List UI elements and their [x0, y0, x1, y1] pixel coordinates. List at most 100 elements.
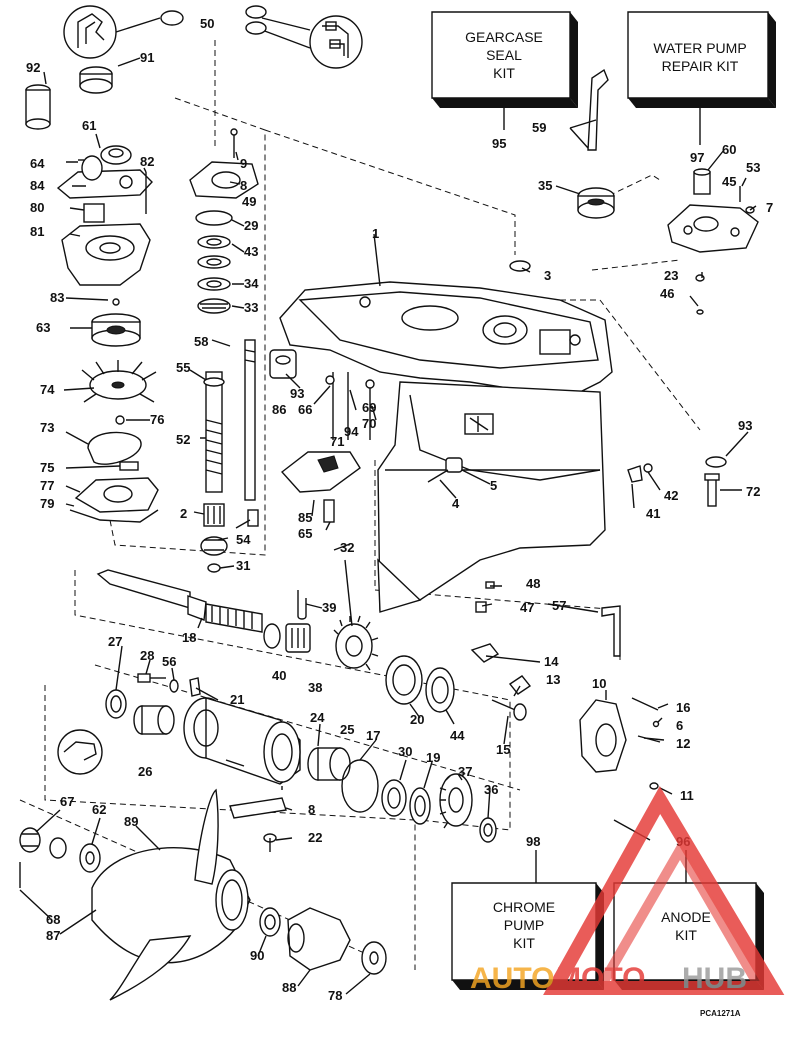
part-label: 80 [30, 200, 44, 215]
part-label: 98 [526, 834, 540, 849]
screw-48 [485, 581, 495, 589]
part-label: 59 [532, 120, 546, 135]
part-label: 18 [182, 630, 196, 645]
part-label: 14 [544, 654, 559, 669]
assembly-outline-propshaft [74, 570, 511, 831]
grommet-b [245, 5, 267, 19]
kit-98-line1: CHROME [493, 899, 555, 915]
part-label: 8 [308, 802, 315, 817]
cable-detail-left [63, 5, 117, 59]
kit-96-line2: KIT [675, 927, 697, 943]
driveshaft-52 [203, 371, 225, 493]
nut-67 [19, 827, 41, 853]
part-label: 84 [30, 178, 45, 193]
part-label: 77 [40, 478, 54, 493]
kit-96-line1: ANODE [661, 909, 711, 925]
part-label: 32 [340, 540, 354, 555]
watermark-text-hub: HUB [682, 962, 747, 995]
part-label: 61 [82, 118, 96, 133]
part-label: 91 [140, 50, 154, 65]
washer-11 [649, 782, 659, 790]
spacer-90 [259, 907, 281, 937]
assembly-outline-pump [599, 174, 661, 201]
part-label: 20 [410, 712, 424, 727]
bushing-88 [287, 907, 351, 971]
o-ring-29 [195, 210, 233, 226]
kit-98-line3: KIT [513, 935, 535, 951]
kit-box-95: GEARCASE SEAL KIT [431, 11, 578, 108]
screw-4 [427, 469, 449, 483]
screw-22 [263, 833, 277, 852]
part-label-95: 95 [492, 136, 506, 151]
assembly-axis-propshaft [94, 664, 521, 791]
part-label: 39 [322, 600, 336, 615]
part-label: 24 [310, 710, 325, 725]
bearing-26 [133, 705, 175, 735]
pump-assembly-45 [667, 204, 759, 253]
cable-detail-right [309, 15, 363, 69]
part-label: 40 [272, 668, 286, 683]
part-label: 34 [244, 276, 259, 291]
part-label: 5 [490, 478, 497, 493]
part-label: 8 [240, 178, 247, 193]
propshaft-18 [96, 569, 263, 633]
studs-66-94 [325, 372, 375, 440]
part-label: 19 [426, 750, 440, 765]
impeller-74 [81, 360, 157, 403]
part-label: 52 [176, 432, 190, 447]
shift-cam-10 [579, 699, 627, 773]
tube-92 [25, 84, 51, 130]
part-label: 12 [676, 736, 690, 751]
part-label: 11 [680, 788, 694, 803]
grommet-a [160, 10, 184, 26]
part-label: 53 [746, 160, 760, 175]
liner-63 [91, 313, 141, 347]
kit-97-line2: REPAIR KIT [662, 58, 739, 74]
pump-housing-84 [56, 155, 153, 199]
seal-27 [105, 689, 127, 719]
part-label: 62 [92, 802, 106, 817]
watermark-text-moto: MOTO [556, 962, 645, 995]
part-label: 33 [244, 300, 258, 315]
leader-lines [19, 57, 757, 995]
assembly-outline-bearing [44, 685, 416, 970]
part-label: 44 [450, 728, 465, 743]
washer-36 [479, 817, 497, 843]
propeller-89-87 [91, 788, 251, 1001]
bearing-housing-24 [183, 697, 301, 785]
leader-lines-50 [115, 17, 311, 49]
part-label: 76 [150, 412, 164, 427]
part-label: 47 [520, 600, 534, 615]
kit-95-line1: GEARCASE [465, 29, 543, 45]
grommet-61 [100, 145, 132, 165]
part-label: 42 [664, 488, 678, 503]
clutch-38 [285, 623, 311, 653]
shift-pin-15 [491, 699, 527, 721]
clip-detail [57, 729, 103, 775]
washer-78 [361, 941, 387, 975]
part-label: 1 [372, 226, 379, 241]
part-label: 37 [458, 764, 472, 779]
part-label: 56 [162, 654, 176, 669]
part-label: 36 [484, 782, 498, 797]
ball-6 [652, 720, 660, 728]
part-label: 25 [340, 722, 354, 737]
part-label: 26 [138, 764, 152, 779]
part-label: 83 [50, 290, 64, 305]
kit-97-line1: WATER PUMP [653, 40, 746, 56]
part-label: 13 [546, 672, 560, 687]
retainer-8-lower [229, 797, 287, 819]
part-label: 69 [362, 400, 376, 415]
retainer-49 [189, 161, 259, 199]
bracket-14 [470, 643, 500, 663]
o-ring-17 [341, 759, 379, 813]
gasket-79 [69, 509, 159, 523]
plug-41 [627, 465, 643, 483]
part-label: 49 [242, 194, 256, 209]
part-label: 48 [526, 576, 540, 591]
part-label: 17 [366, 728, 380, 743]
part-label: 71 [330, 434, 344, 449]
part-label: 60 [722, 142, 736, 157]
part-label: 27 [108, 634, 122, 649]
part-label: 50 [200, 16, 214, 31]
